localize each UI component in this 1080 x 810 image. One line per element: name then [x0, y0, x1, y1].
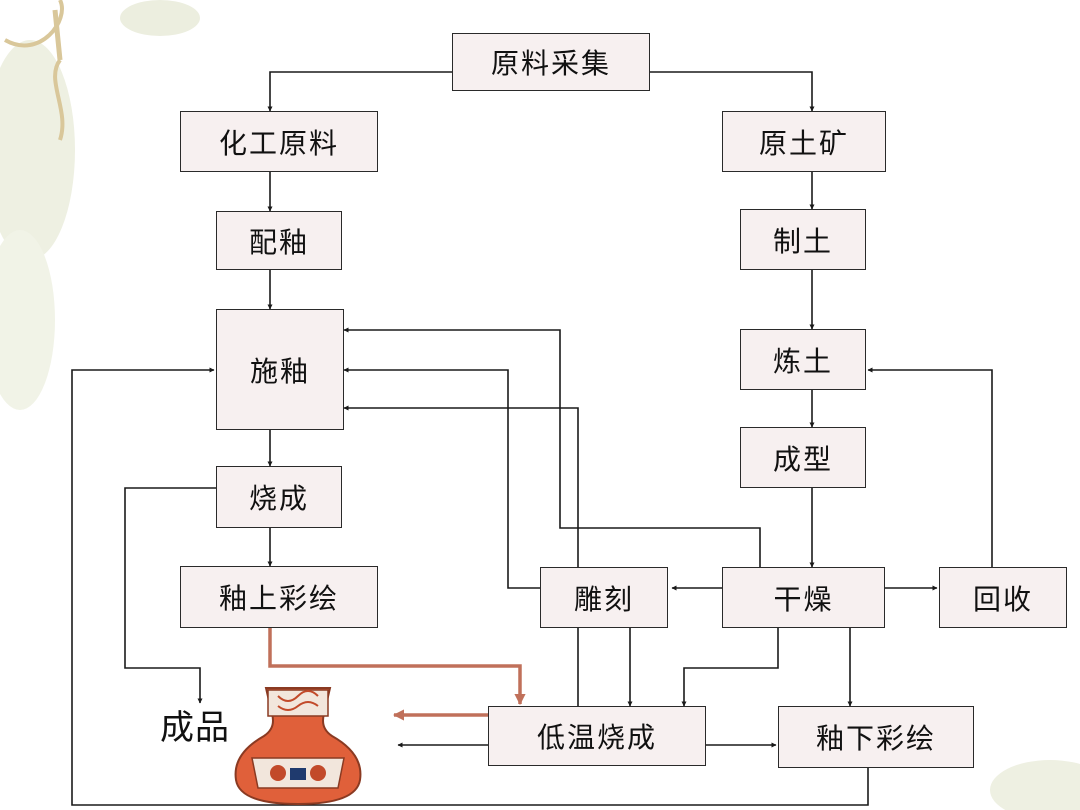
line-collection-to-clay-ore: [650, 71, 815, 112]
node-clay-ore: 原土矿: [722, 111, 886, 172]
node-recycling: 回收: [939, 567, 1067, 628]
line-drying-to-low-temp: [681, 628, 779, 707]
line-firing-to-product: [124, 487, 216, 704]
node-chemical-materials: 化工原料: [180, 111, 378, 172]
node-raw-collection: 原料采集: [452, 33, 650, 91]
line-collection-to-chemical: [267, 71, 452, 112]
line-carving-to-glazing: [343, 367, 540, 589]
node-firing: 烧成: [216, 466, 342, 528]
line-low-temp-to-glazing: [343, 405, 579, 706]
node-carving: 雕刻: [540, 567, 668, 628]
line-drying-to-glazing-top: [343, 327, 761, 568]
node-forming: 成型: [740, 427, 866, 488]
node-underglaze-painting: 釉下彩绘: [778, 706, 974, 768]
node-clay-refining: 炼土: [740, 329, 866, 390]
line-recycling-to-refining: [867, 367, 993, 568]
finished-product-label: 成品: [160, 708, 230, 748]
node-clay-making: 制土: [740, 209, 866, 270]
node-drying: 干燥: [722, 567, 885, 628]
line-underglaze-to-glazing-loop: [71, 367, 869, 806]
vase-icon: [234, 687, 362, 806]
node-overglaze-painting: 釉上彩绘: [180, 566, 378, 628]
node-glaze-mixing: 配釉: [216, 211, 342, 270]
line-overglaze-to-low-temp: [268, 628, 526, 706]
node-glazing: 施釉: [216, 309, 344, 430]
node-low-temp-firing: 低温烧成: [488, 706, 706, 766]
